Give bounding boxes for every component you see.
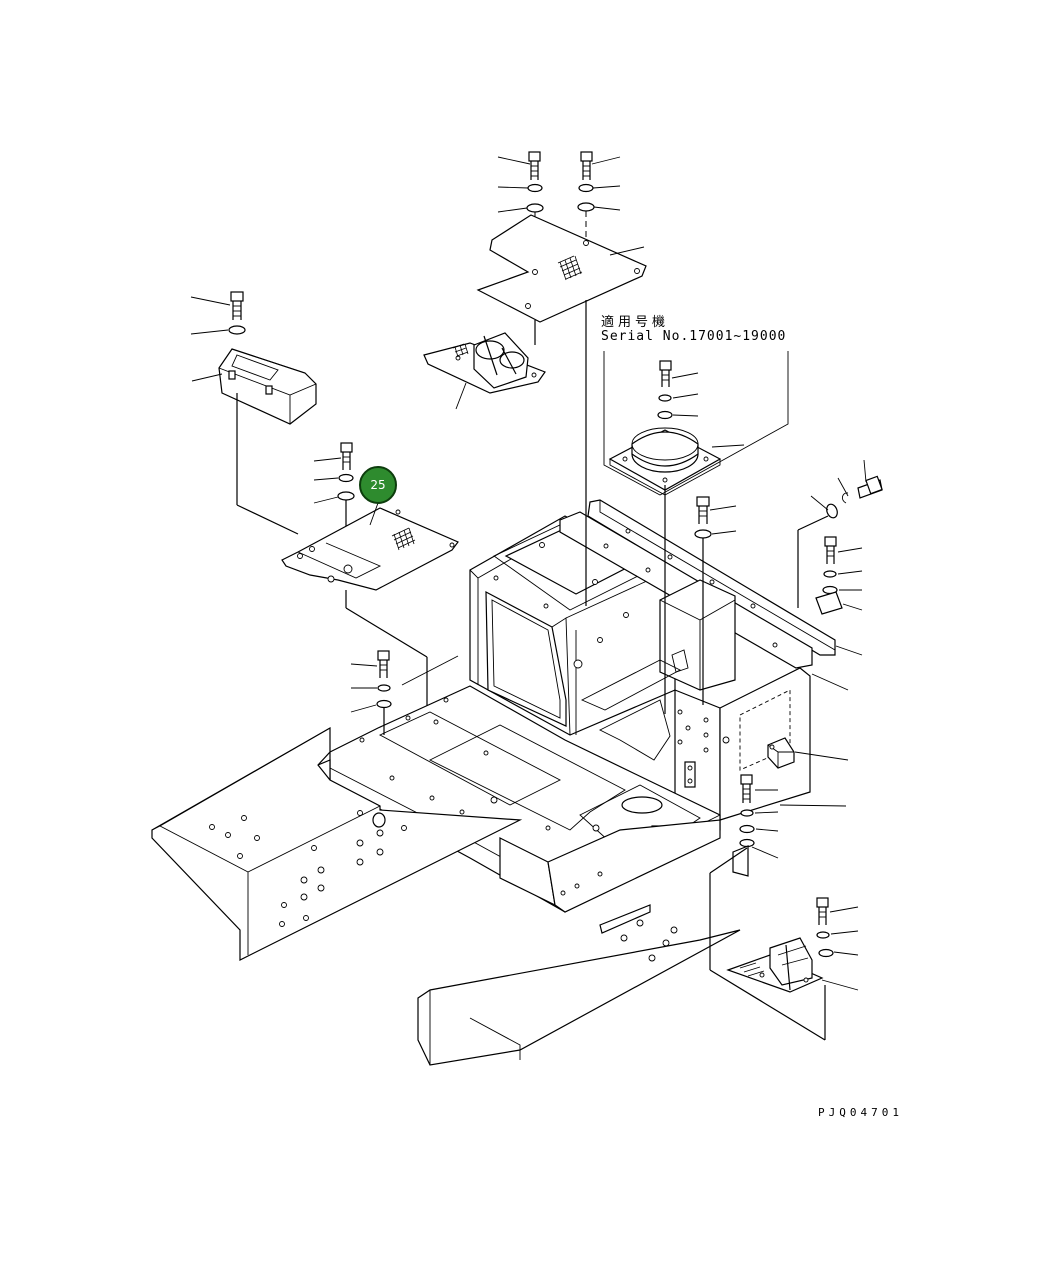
serial-applicability-group — [603, 351, 789, 714]
bolt-top-right — [580, 151, 593, 180]
damper-block — [767, 737, 795, 769]
bolt-cover — [340, 442, 353, 470]
bolt-right-2 — [696, 496, 710, 524]
horizontal-bolt — [841, 475, 883, 504]
spring-washer — [377, 684, 391, 692]
bolt-right-1 — [824, 536, 837, 564]
cover-plate-25-assembly — [281, 442, 459, 712]
left-frame-bolt-set — [350, 650, 459, 735]
spring-washer — [823, 570, 837, 578]
serial-range-label: Serial No.17001~19000 — [601, 329, 787, 344]
cover-plate — [281, 507, 459, 591]
bolt-mount — [659, 360, 672, 387]
flat-washer — [657, 410, 673, 420]
flat-washer — [376, 699, 392, 709]
front-lower-step — [417, 904, 741, 1066]
callout-badge[interactable]: 25 — [359, 466, 397, 504]
right-side-parts — [694, 459, 883, 1041]
left-step-plate — [151, 726, 523, 961]
serial-applicability-label: 適用号機 — [601, 315, 670, 330]
spring-washer — [338, 473, 354, 483]
spring-washer — [740, 809, 754, 817]
washer — [826, 503, 838, 519]
spring-washer — [658, 394, 672, 402]
flat-washer — [739, 838, 755, 848]
bolt-toolbox — [230, 291, 244, 320]
plate-nut — [815, 591, 843, 615]
flat-washer — [337, 491, 355, 501]
flat-washer — [694, 529, 712, 539]
flat-washer — [818, 948, 834, 958]
drawing-code: PJQ04701 — [818, 1106, 903, 1119]
spring-washer — [527, 183, 543, 193]
bolt-top-left — [528, 151, 541, 180]
flat-washer — [228, 325, 246, 335]
top-cover-assembly — [476, 151, 647, 323]
bolt-lower-right — [816, 897, 829, 925]
tool-box-assembly — [190, 291, 317, 535]
mesh-grille — [557, 255, 583, 281]
spring-washer — [578, 183, 594, 193]
bracket — [732, 845, 749, 877]
bolt-right-3 — [740, 774, 753, 803]
latch-bracket — [423, 320, 546, 410]
flat-washer — [526, 203, 544, 213]
bolt-left-frame — [377, 650, 390, 678]
flat-washer — [577, 202, 595, 212]
flat-washer — [739, 824, 755, 834]
spring-washer — [816, 931, 830, 939]
main-frame — [317, 499, 836, 913]
lower-right-bracket-assembly — [726, 897, 859, 1040]
